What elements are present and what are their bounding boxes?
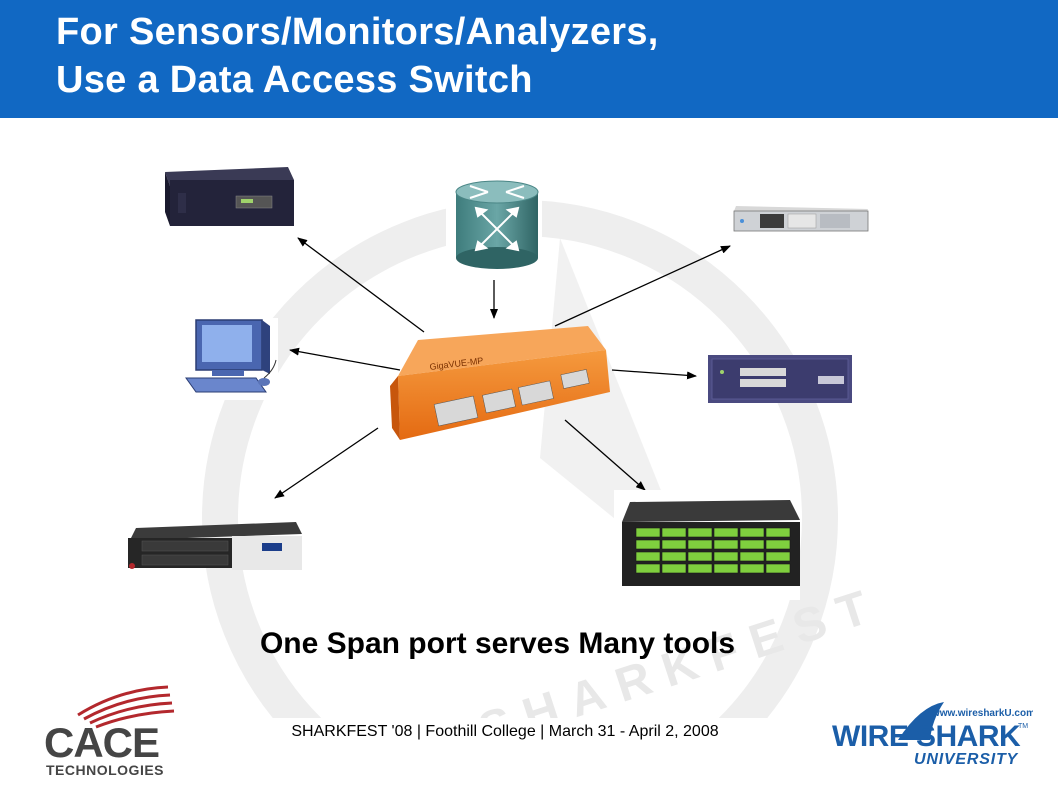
ws-wordmark-part2: SHARK [916,720,1021,753]
cace-wordmark: CACE [44,719,159,766]
title-bar: For Sensors/Monitors/Analyzers, Use a Da… [0,0,1058,118]
wireshark-university-logo: www.wiresharkU.com WIRE SHARK TM UNIVERS… [832,702,1033,768]
arrow-to-rack-appliance [297,237,425,333]
title-line-2: Use a Data Access Switch [56,59,533,101]
1u-server-device [733,206,869,232]
shark-fin-icon [898,702,944,740]
rack-appliance-device [165,167,294,226]
arrow-to-sourcefire-appliance [274,427,379,499]
cace-swoosh-lines [77,685,175,729]
arrow-to-sensor-appliance [611,369,697,380]
footer-event-info: SHARKFEST '08 | Foothill College | March… [291,723,719,740]
ws-trademark: TM [1018,723,1028,730]
router-icon [446,179,542,269]
arrow-to-1u-server [554,245,731,327]
cace-tagline: TECHNOLOGIES [46,762,164,778]
arrow-to-workstation [289,347,401,371]
ws-university: UNIVERSITY [914,751,1019,768]
title-line-1: For Sensors/Monitors/Analyzers, [56,11,659,53]
sourcefire-appliance-device [128,522,302,570]
workstation-computer [185,318,278,400]
storage-array-device [614,490,800,600]
connection-arrows [274,237,731,499]
cace-technologies-logo: CACE TECHNOLOGIES [44,685,175,778]
ws-url: www.wiresharkU.com [931,708,1033,719]
sensor-appliance-device [708,355,852,403]
arrow-to-storage-array [564,419,646,491]
ws-wordmark-part1: WIRE [832,720,908,753]
slide-title: For Sensors/Monitors/Analyzers, Use a Da… [56,8,659,104]
slide-subtitle: One Span port serves Many tools [259,627,736,660]
data-access-switch: GigaVUE-MP [390,326,610,440]
